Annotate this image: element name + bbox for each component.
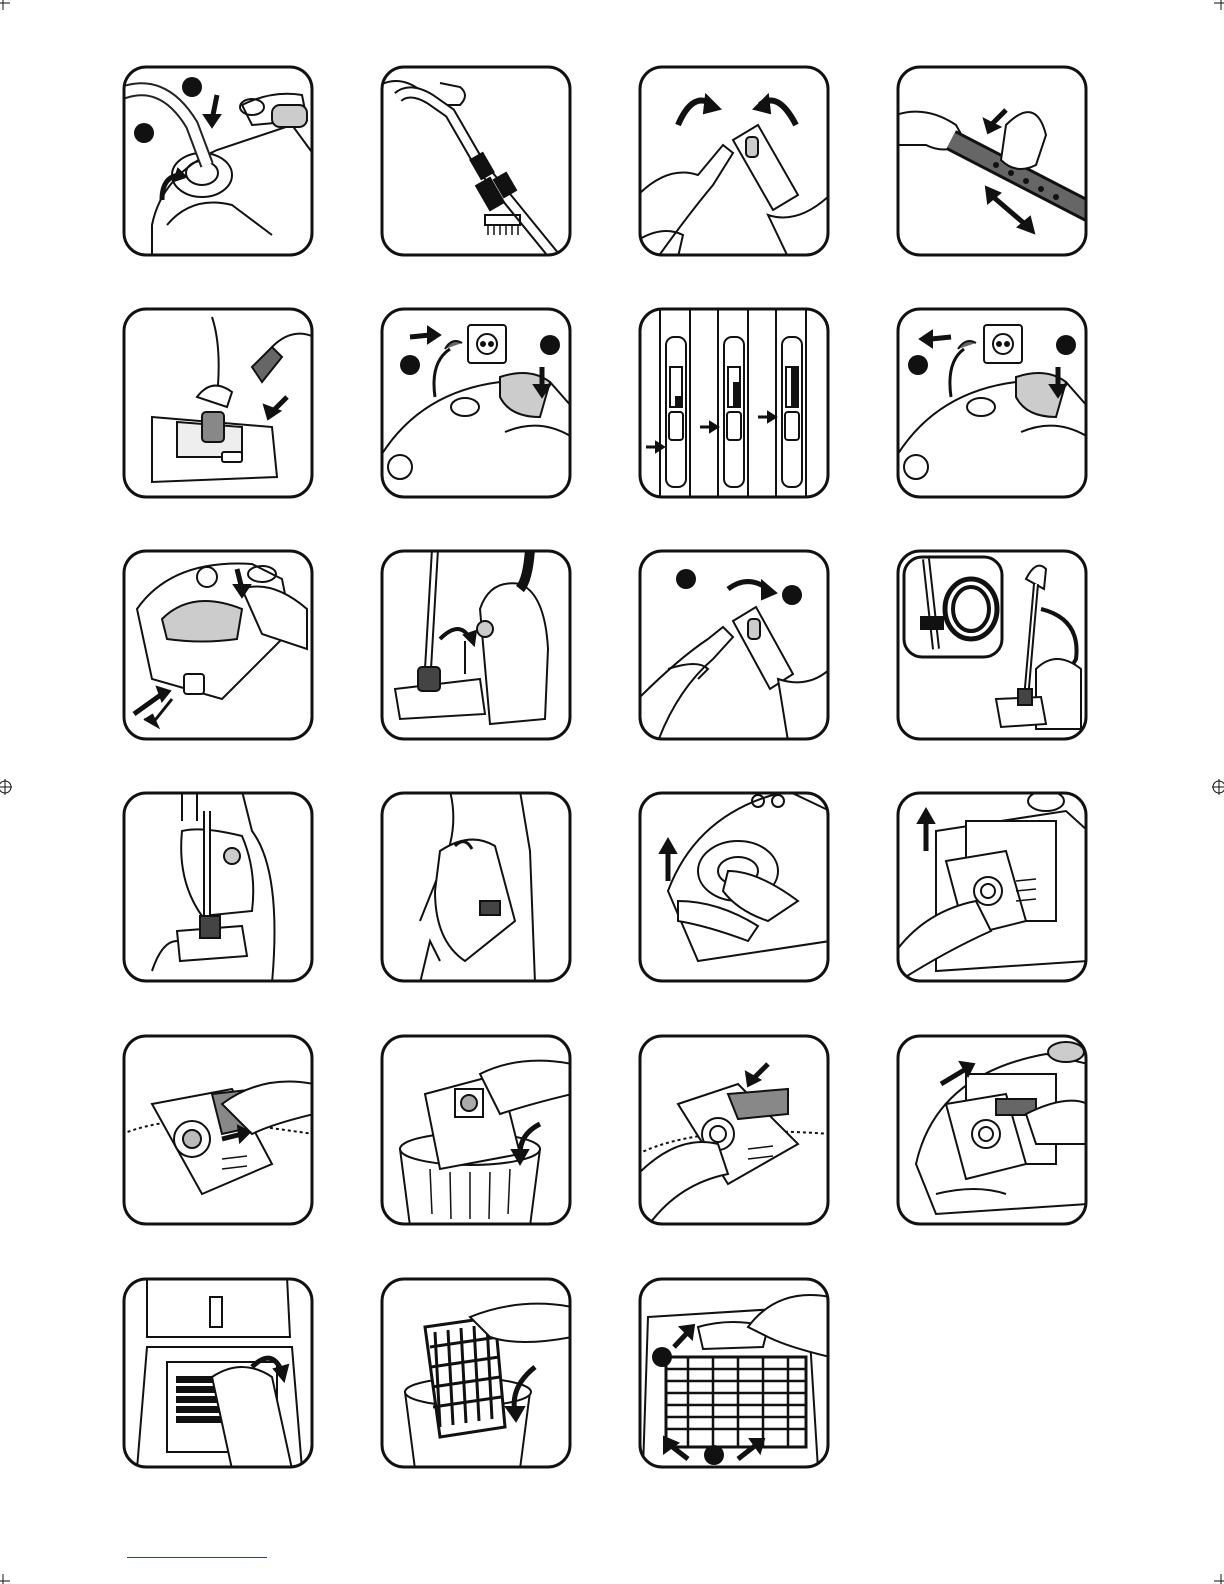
carry-handle-icon — [380, 791, 572, 983]
panel-handle-carry — [380, 791, 572, 983]
unplug-icon — [896, 307, 1088, 499]
panel-floor-nozzle-attach — [122, 307, 314, 499]
panel-refit-bag-holder — [896, 1034, 1088, 1226]
hose-connect-icon — [122, 65, 314, 257]
bag-holder-icon — [896, 791, 1088, 983]
panel-remove-motor-filter — [122, 1277, 314, 1469]
insert-bag-icon — [638, 1034, 830, 1226]
panel-hose-attach — [122, 65, 314, 257]
bin-icon — [380, 1034, 572, 1226]
panel-unplug-power — [896, 307, 1088, 499]
panel-dispose-dust-bag — [380, 1034, 572, 1226]
twist-icon — [638, 65, 830, 257]
filter-insert-icon — [638, 1277, 830, 1469]
panel-upright-carry — [122, 791, 314, 983]
open-lid-icon — [638, 791, 830, 983]
cord-rewind-icon — [122, 549, 314, 741]
panel-insert-new-bag — [638, 1034, 830, 1226]
panel-remove-bag-holder — [896, 791, 1088, 983]
panel-wand-release — [638, 549, 830, 741]
filter-bin-icon — [380, 1277, 572, 1469]
panel-insert-new-filter — [638, 1277, 830, 1469]
dust-bag-icon — [122, 1034, 314, 1226]
power-slider-icon — [638, 307, 830, 499]
panel-cord-rewind — [122, 549, 314, 741]
refit-icon — [896, 1034, 1088, 1226]
plug-in-icon — [380, 307, 572, 499]
telescopic-tube-icon — [896, 65, 1088, 257]
panel-telescopic-tube-adjust — [896, 65, 1088, 257]
panel-plug-in-power — [380, 307, 572, 499]
panel-parking-position — [380, 549, 572, 741]
storage-icon — [896, 549, 1088, 741]
release-icon — [638, 549, 830, 741]
panel-open-lid — [638, 791, 830, 983]
panel-dispose-filter — [380, 1277, 572, 1469]
footer-rule — [127, 1557, 267, 1558]
floor-nozzle-icon — [122, 307, 314, 499]
parking-icon — [380, 549, 572, 741]
carry-upright-icon — [122, 791, 314, 983]
panel-wand-twist — [638, 65, 830, 257]
panel-storage-position — [896, 549, 1088, 741]
panel-wand-with-brush — [380, 65, 572, 257]
panel-power-slider-levels — [638, 307, 830, 499]
filter-remove-icon — [122, 1277, 314, 1469]
panel-remove-dust-bag — [122, 1034, 314, 1226]
wand-icon — [380, 65, 572, 257]
